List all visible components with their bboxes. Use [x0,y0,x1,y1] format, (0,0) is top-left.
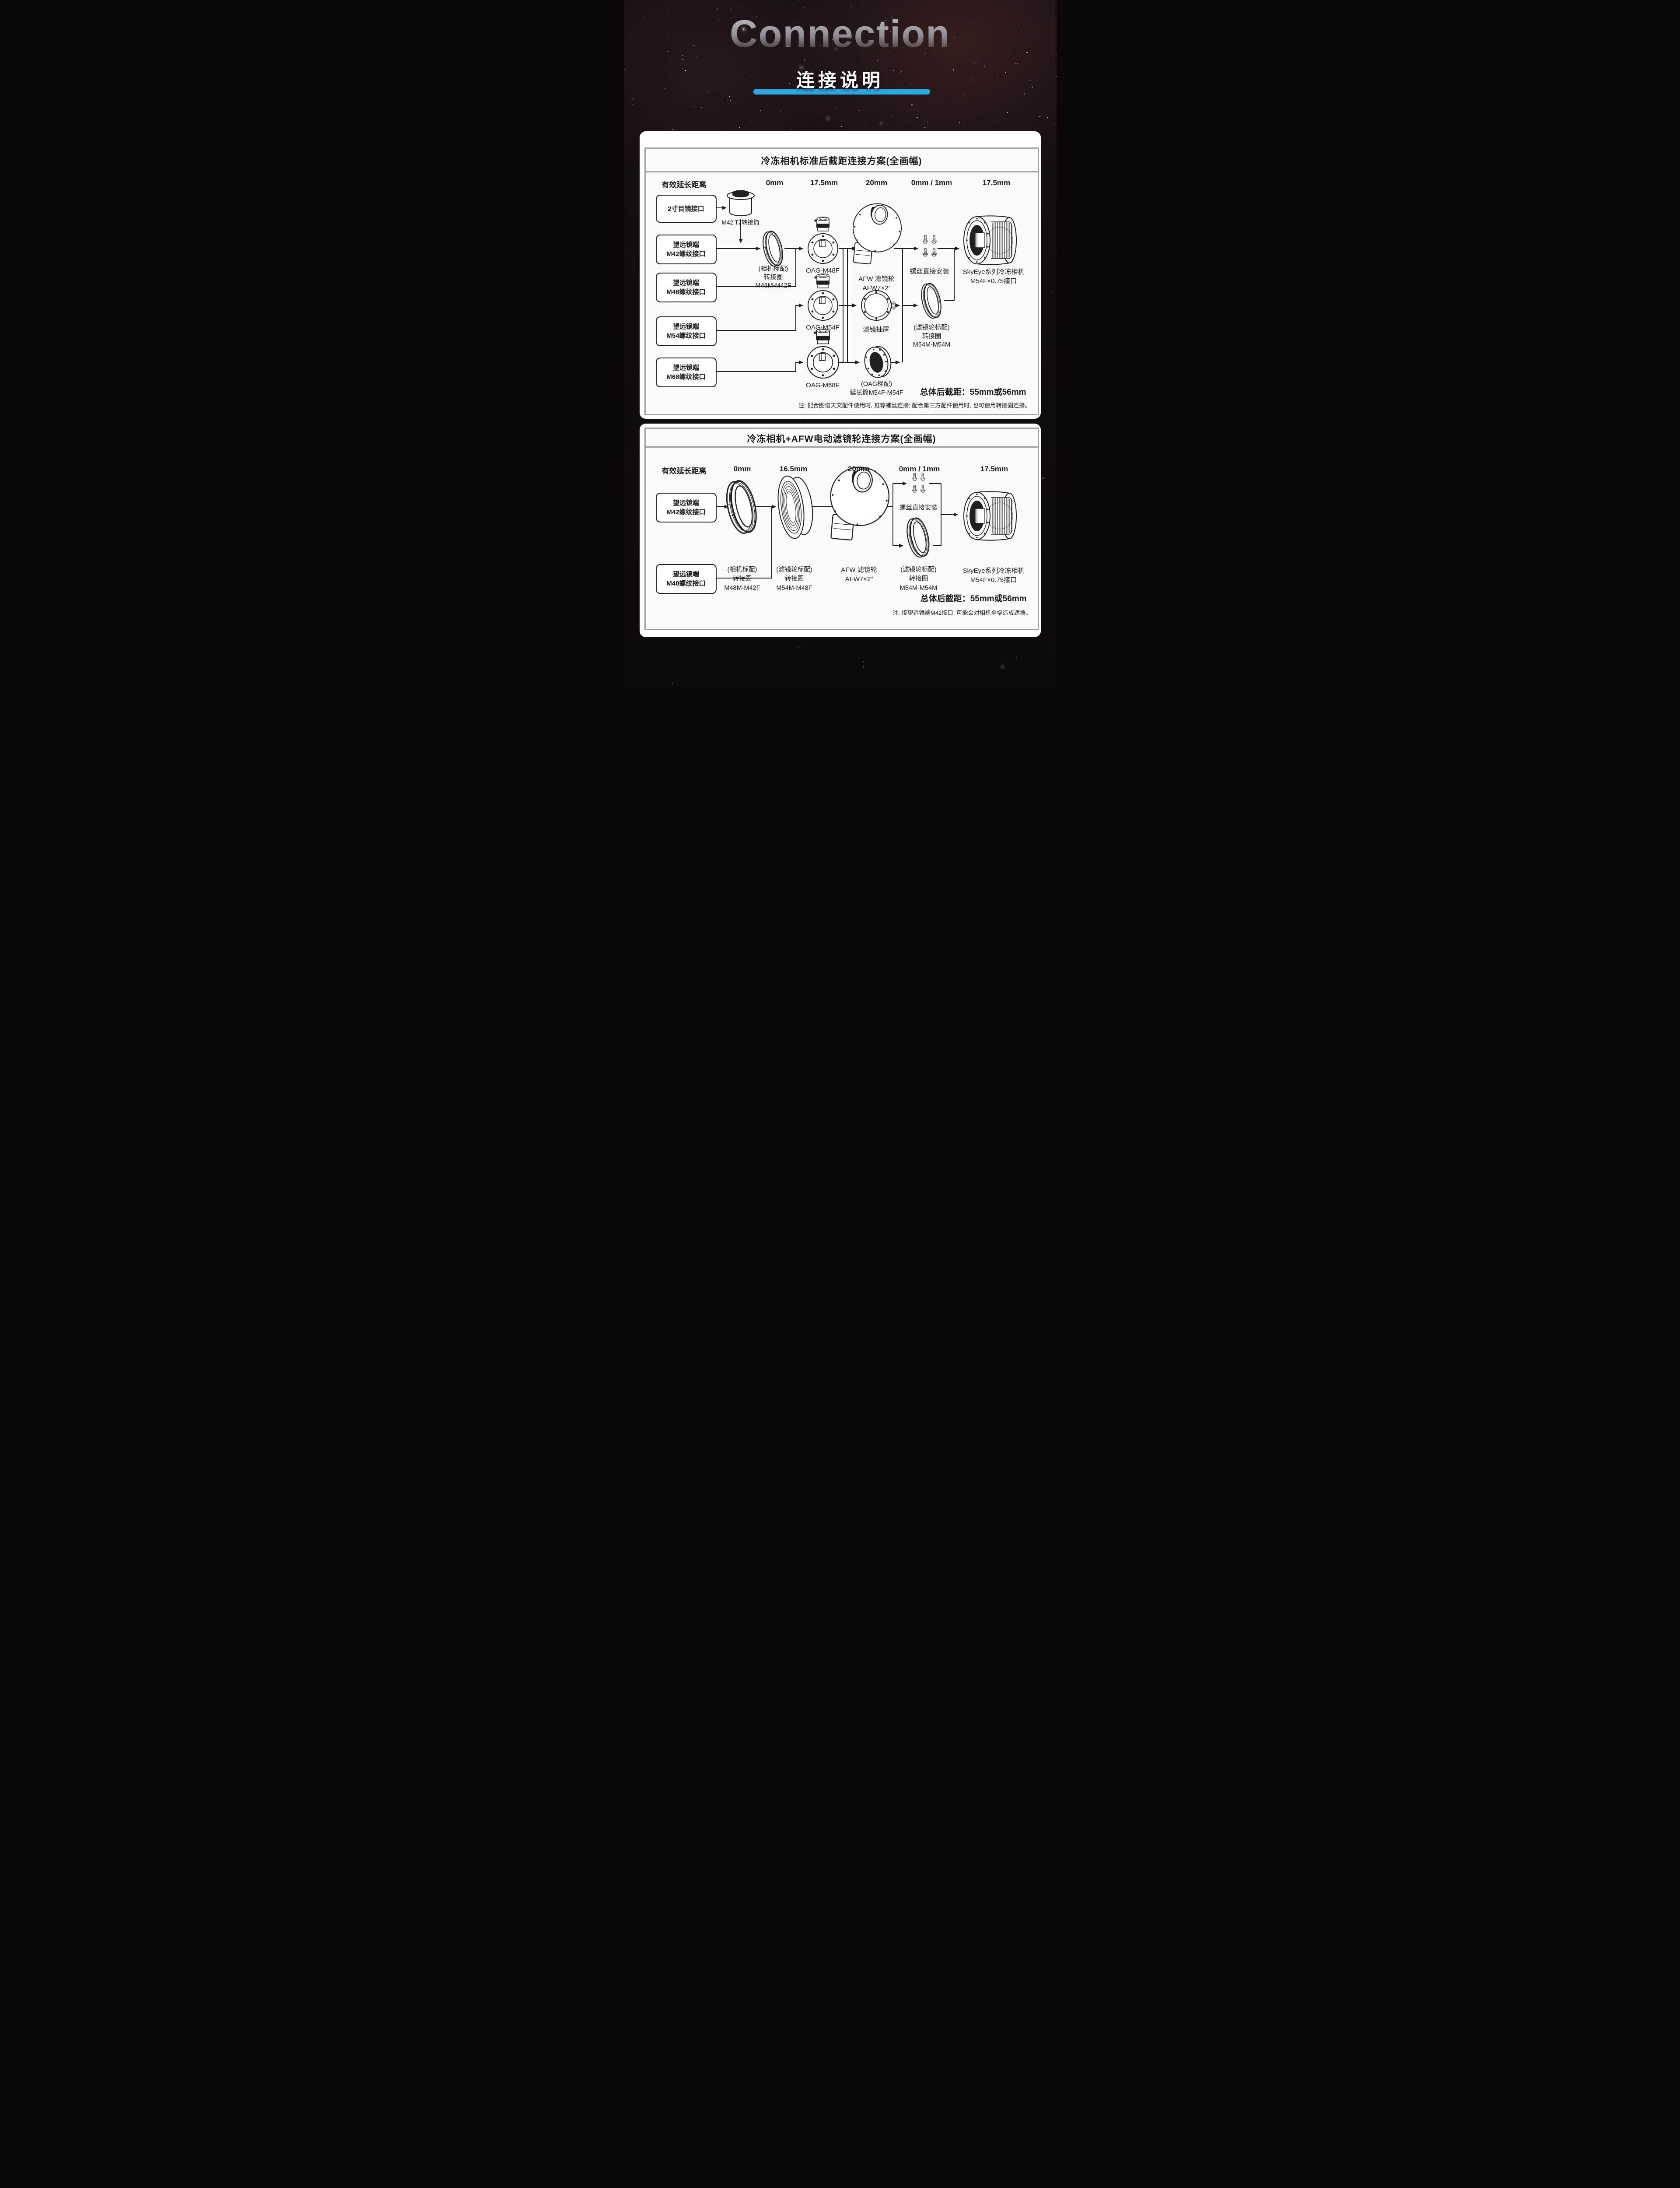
panel2-row-label: 有效延长距离 [662,467,707,475]
connector-lines-svg [714,190,1017,579]
panel2-distance-16-5mm: 16.5mm [779,465,808,473]
panel2-distance-0mm: 0mm [733,465,751,473]
box2-telescope-m42: 望远镜端 M42螺纹接口 [655,493,717,522]
panel1-total-backfocus: 总体后截距：55mm或56mm [920,388,1026,397]
panel2-distance-0-1mm: 0mm / 1mm [899,465,940,473]
label2-skyeye-camera: SkyEye系列冷冻相机 M54F×0.75接口 [962,567,1025,584]
panel1-distance-17-5mm: 17.5mm [810,179,838,187]
panel2-title-separator [644,446,1039,448]
label-oag-m54f: OAG-M54F [806,324,840,331]
label-ring-m48m-m42f: (相机标配) 转接圈 M48M-M42F [755,266,791,289]
label2-screws-direct: 螺丝直接安装 [900,505,938,512]
screws-drawing [923,235,936,256]
panel2-distance-17-5mm: 17.5mm [980,465,1008,473]
skyeye-camera-drawing [963,215,1017,265]
label-oag-m48f: OAG-M48F [806,267,840,274]
watermark-connection: Connection [624,11,1057,56]
panel1-title: 冷冻相机标准后截距连接方案(全画幅) [761,156,922,166]
panel2-total-backfocus: 总体后截距：55mm或56mm [920,594,1027,603]
adapter-ring2-m48m-m42f-drawing [721,477,761,536]
adapter-ring-m54m-m48f-drawing [774,473,817,541]
oag-m54f-drawing [807,274,838,321]
label-filter-drawer: 滤镜抽屉 [863,326,889,333]
panel2-distance-20mm: 20mm [847,465,870,473]
page-title: 连接说明 [796,70,884,91]
oag-m68f-drawing [806,328,839,379]
adapter-ring-m54m-m54m-drawing [918,281,945,320]
poster: Connection 连接说明 冷冻相机标准后截距连接方案(全画幅) 有效延长距… [623,0,1057,686]
panel1-distance-0-1mm: 0mm / 1mm [911,179,952,187]
panel1-distance-0mm: 0mm [766,179,784,187]
box-telescope-m48: 望远镜端 M48螺纹接口 [655,273,717,302]
box-telescope-m68: 望远镜端 M68螺纹接口 [655,358,717,387]
label-extension-tube: (OAG标配) 延长筒M54F-M54F [850,381,903,396]
afw-filter-wheel-drawing [849,201,904,267]
label2-ring-m54m-m48f: (滤镜轮标配) 转接圈 M54M-M48F [776,566,812,592]
box-2inch-eyepiece-port: 2寸目镜接口 [655,195,717,223]
oag-m48f-drawing [807,217,838,264]
skyeye-camera2-drawing [963,491,1017,541]
title-underline [753,89,930,95]
box-telescope-m42: 望远镜端 M42螺纹接口 [655,235,717,264]
adapter-ring2-m54m-m54m-drawing [903,515,933,560]
filter-drawer-drawing [861,290,896,321]
screws2-drawing [912,473,925,492]
afw-filter-wheel2-drawing [826,464,892,544]
box-telescope-m54: 望远镜端 M54螺纹接口 [655,316,717,346]
panel1-connectors [714,206,959,372]
panel1-distance-20mm: 20mm [865,179,888,187]
label-skyeye-camera: SkyEye系列冷冻相机 M54F×0.75接口 [962,268,1025,285]
label-t2-adapter: M42 T2转接筒 [721,219,760,226]
extension-tube-drawing [861,344,894,380]
panel2-title: 冷冻相机+AFW电动滤镜轮连接方案(全画幅) [747,434,936,444]
label-afw-wheel: AFW 滤镜轮 AFW7×2” [858,275,895,292]
label-ring-m54m-m54m: (滤镜轮标配) 转接圈 M54M-M54M [913,324,951,348]
box2-telescope-m48: 望远镜端 M48螺纹接口 [655,564,717,594]
panel2-note: 注: 接望远镜端M42接口, 可能会对相机全幅造成遮挡。 [892,610,1032,616]
panel1-row-label: 有效延长距离 [662,181,707,189]
panel1-note: 注: 配合图谱天文配件使用时, 推荐螺丝连接; 配合第三方配件使用时, 也可使用… [798,402,1031,409]
adapter-ring-m48m-m42f-drawing [760,229,786,268]
t2-adapter-barrel-drawing [726,190,755,216]
label2-afw-wheel: AFW 滤镜轮 AFW7×2” [841,566,877,583]
label-screws-direct: 螺丝直接安装 [910,268,949,275]
panel1-distance-17-5mm-b: 17.5mm [982,179,1011,187]
label-oag-m68f: OAG-M68F [806,382,840,389]
panel1-title-separator [644,171,1039,172]
label2-ring-m54m-m54m: (滤镜轮标配) 转接圈 M54M-M54M [900,566,938,592]
label2-ring-m48m-m42f: (相机标配) 转接圈 M48M-M42F [724,566,760,592]
